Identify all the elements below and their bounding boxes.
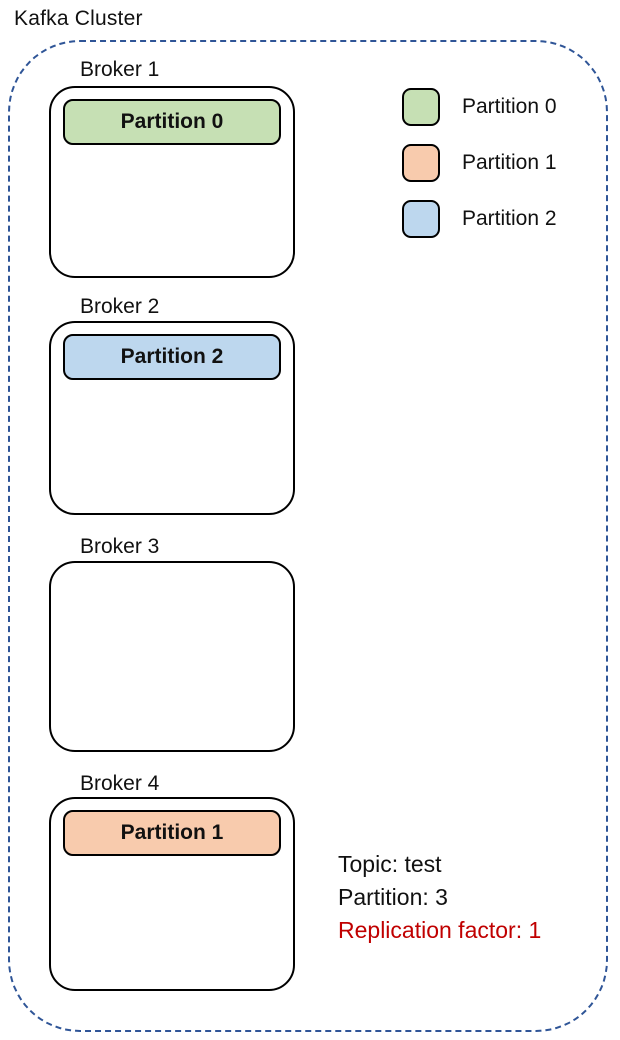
replication-factor-line: Replication factor: 1 xyxy=(338,917,542,943)
partition-pill-0: Partition 0 xyxy=(63,99,281,145)
legend: Partition 0 Partition 1 Partition 2 xyxy=(402,88,557,238)
legend-swatch-partition-0 xyxy=(402,88,440,126)
broker-1-box: Partition 0 xyxy=(49,86,295,278)
cluster-boundary xyxy=(8,40,608,1032)
topic-line: Topic: test xyxy=(338,851,442,877)
diagram-title: Kafka Cluster xyxy=(14,7,143,30)
broker-2-label: Broker 2 xyxy=(80,295,160,318)
partition-pill-2: Partition 2 xyxy=(63,334,281,380)
legend-swatch-partition-1 xyxy=(402,144,440,182)
topic-info: Topic: test Partition: 3 Replication fac… xyxy=(338,848,541,947)
broker-3-label: Broker 3 xyxy=(80,535,160,558)
partition-pill-1: Partition 1 xyxy=(63,810,281,856)
legend-item-partition-2: Partition 2 xyxy=(402,200,557,238)
broker-2-box: Partition 2 xyxy=(49,321,295,515)
broker-1-label: Broker 1 xyxy=(80,58,160,81)
legend-label-partition-1: Partition 1 xyxy=(462,151,557,174)
legend-item-partition-1: Partition 1 xyxy=(402,144,557,182)
broker-4-label: Broker 4 xyxy=(80,772,160,795)
legend-item-partition-0: Partition 0 xyxy=(402,88,557,126)
partition-count-line: Partition: 3 xyxy=(338,884,448,910)
broker-4-box: Partition 1 xyxy=(49,797,295,991)
legend-label-partition-0: Partition 0 xyxy=(462,95,557,118)
legend-swatch-partition-2 xyxy=(402,200,440,238)
legend-label-partition-2: Partition 2 xyxy=(462,207,557,230)
broker-3-box xyxy=(49,561,295,752)
